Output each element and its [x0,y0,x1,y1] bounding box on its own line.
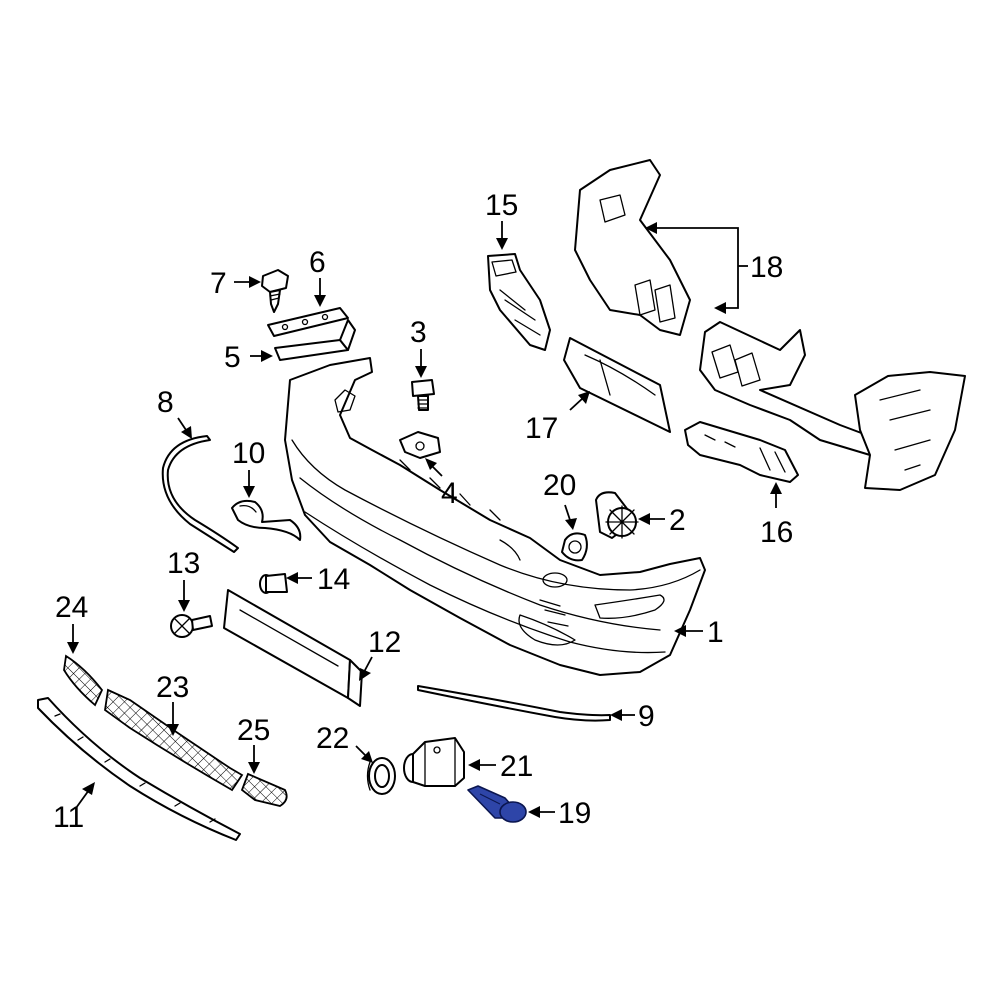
bracket-part-6[interactable] [267,307,349,337]
callout-label: 12 [368,626,401,659]
callout-24: 24 [55,591,88,654]
callout-1: 1 [674,616,724,649]
callout-label: 2 [669,504,686,537]
callout-label: 18 [750,251,783,284]
screw-part-7[interactable] [261,269,289,313]
trim-strip-part-9[interactable] [417,685,611,722]
callout-7: 7 [210,267,261,300]
bracket-part-16[interactable] [684,421,799,483]
callout-12: 12 [359,626,401,681]
sensor-holder-part[interactable] [595,491,639,539]
callout-label: 10 [232,437,265,470]
callout-label: 17 [525,412,558,445]
callout-20: 20 [543,469,577,530]
callout-label: 8 [157,386,174,419]
screw-part-13[interactable] [170,614,213,638]
callout-label: 6 [309,246,326,279]
callout-label: 1 [707,616,724,649]
clip-nut-part[interactable] [399,431,441,459]
callout-14: 14 [286,563,350,596]
callout-label: 16 [760,516,793,549]
left-grille-part-24[interactable] [63,654,104,707]
center-grille-part-23[interactable] [104,688,244,792]
sensor-retainer-part-20[interactable] [561,532,588,562]
callout-label: 20 [543,469,576,502]
callout-5: 5 [224,341,273,374]
callout-label: 15 [485,189,518,222]
license-bracket-part-12[interactable] [223,589,363,707]
callout-label: 14 [317,563,350,596]
sensor-housing-part-21[interactable] [403,737,465,787]
callout-label: 9 [638,700,655,733]
parking-sensor-part-19[interactable] [467,785,527,823]
callout-25: 25 [237,714,270,774]
callout-label: 24 [55,591,88,624]
callout-8: 8 [157,386,192,439]
callout-label: 13 [167,547,200,580]
callout-13: 13 [167,547,200,612]
callout-16: 16 [760,482,793,549]
callout-6: 6 [309,246,326,307]
callout-4: 4 [425,458,458,510]
callout-17: 17 [525,391,590,445]
callout-label: 23 [156,671,189,704]
callout-21: 21 [468,750,533,783]
right-grille-part-25[interactable] [240,772,288,807]
callout-label: 7 [210,267,227,300]
callout-10: 10 [232,437,265,498]
tow-cover-part-10[interactable] [231,499,302,541]
callout-2: 2 [638,504,686,537]
molding-part-8[interactable] [161,435,239,553]
mount-bracket-part-15[interactable] [487,253,551,351]
rivet-nut-part-14[interactable] [259,573,288,594]
callout-23: 23 [156,671,189,736]
callout-15: 15 [485,189,518,250]
callout-label: 4 [441,477,458,510]
bumper-cover-part[interactable] [284,357,706,676]
grommet-part-22[interactable] [366,757,396,795]
callout-19: 19 [528,797,591,830]
callout-label: 25 [237,714,270,747]
callout-label: 3 [410,316,427,349]
callout-11: 11 [53,782,95,834]
callout-18: 18 [645,222,783,314]
reinforcement-part-18[interactable] [574,159,966,491]
callout-label: 19 [558,797,591,830]
callout-3: 3 [410,316,427,378]
energy-absorber-part-17[interactable] [563,337,671,433]
callout-label: 22 [316,722,349,755]
bolt-part-3[interactable] [411,379,435,411]
valance-molding-part-11[interactable] [37,697,241,841]
callout-22: 22 [316,722,373,763]
callout-label: 11 [53,801,84,834]
callout-label: 21 [500,750,533,783]
callout-9: 9 [610,700,655,733]
bracket-part-5[interactable] [274,319,356,361]
callout-label: 5 [224,341,241,374]
